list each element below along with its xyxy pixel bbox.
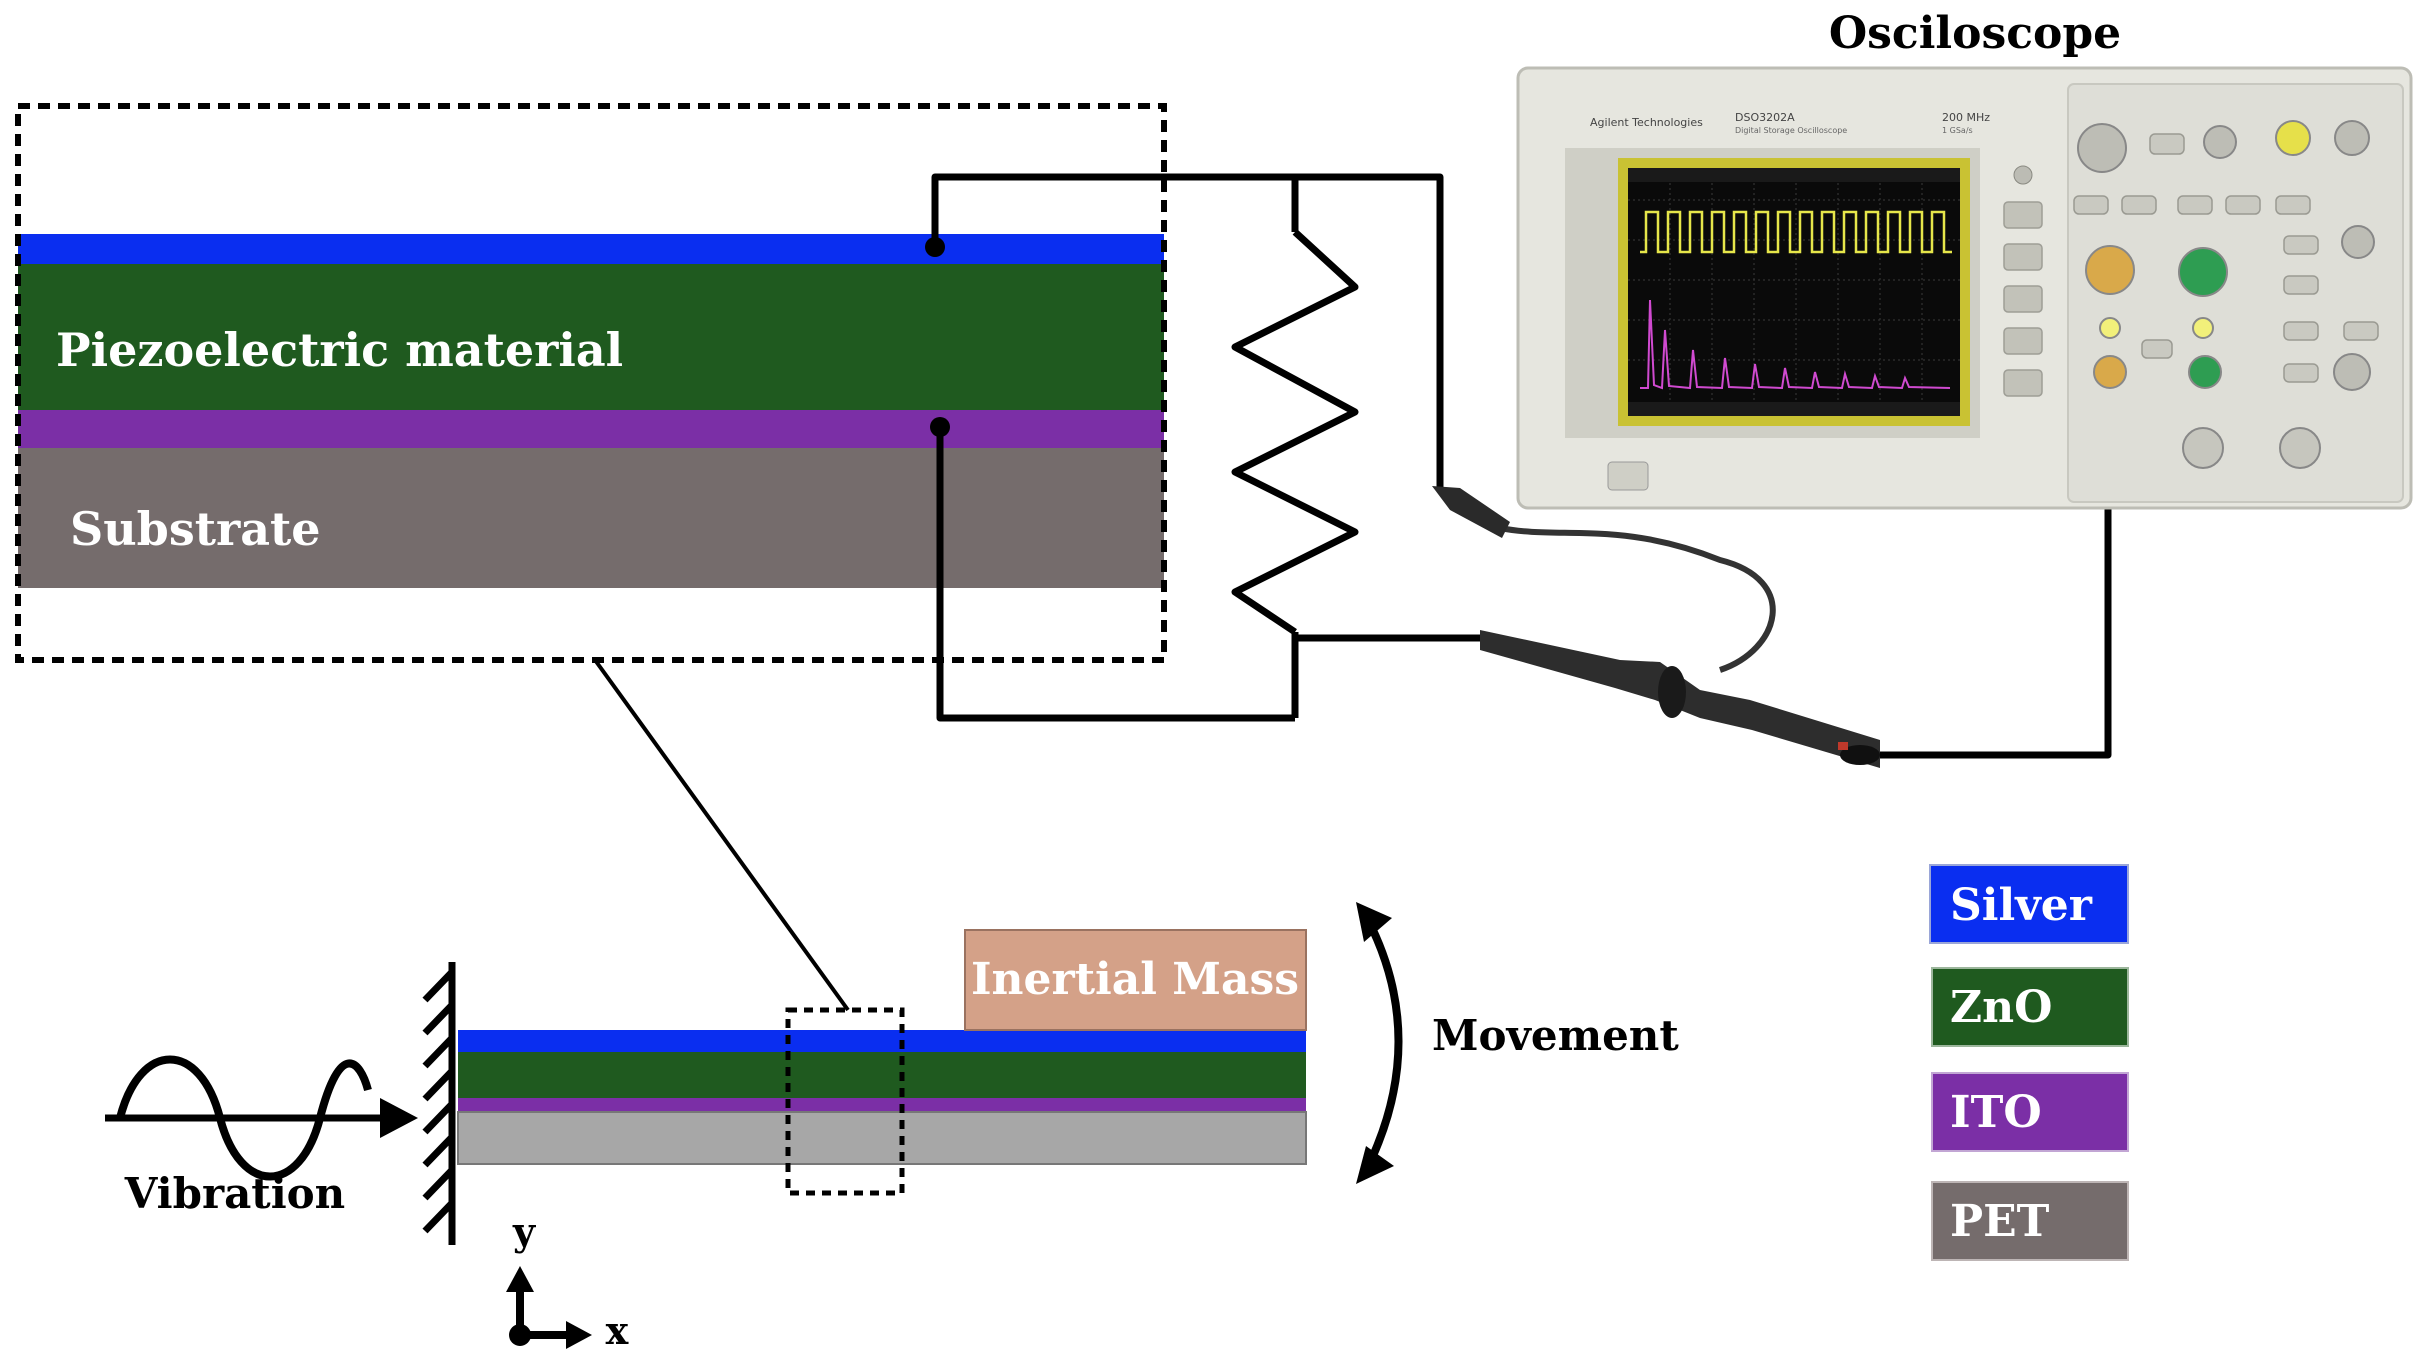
probe-tip-band [1838, 742, 1848, 750]
circuit-wires [931, 173, 2112, 759]
ch1-volts-knob [2085, 245, 2135, 295]
svg-text:PET: PET [1950, 1196, 2050, 1247]
vibration-arrowhead [380, 1098, 418, 1138]
scope-model: DSO3202A [1735, 111, 1795, 124]
bottom-electrode-wire [936, 427, 1295, 722]
legend-item-ito: ITO [1931, 1072, 2129, 1152]
legend: Silver ZnO ITO PET [1929, 864, 2129, 1261]
ch1-position-knob [2093, 355, 2127, 389]
scope-brand: Agilent Technologies [1590, 116, 1703, 129]
beam-silver [458, 1030, 1306, 1052]
ch2-indicator [2192, 317, 2214, 339]
horizontal-knob [2077, 123, 2127, 173]
oscilloscope: Osciloscope Agilent Technologies DSO3202… [1516, 8, 2413, 510]
ch2-volts-knob [2178, 247, 2228, 297]
scope-sample-rate: 1 GSa/s [1942, 126, 1973, 135]
movement-indicator: Movement [1356, 902, 1679, 1184]
probe-cable [1499, 525, 1776, 673]
softkey-4 [2003, 327, 2043, 355]
softkey-5 [2003, 369, 2043, 397]
axes-glyph: y x [506, 1209, 629, 1353]
beam-zno [458, 1052, 1306, 1098]
axis-y-label: y [512, 1209, 536, 1254]
zno-layer [18, 264, 1164, 410]
vibration-input: Vibration [105, 1055, 418, 1218]
svg-text:Silver: Silver [1950, 880, 2093, 931]
probe-collar [1658, 666, 1686, 718]
scope-control-panel [2067, 83, 2404, 503]
softkey-1 [2003, 201, 2043, 229]
layer-cross-section: Piezoelectric material Substrate [15, 103, 1167, 663]
zoom-frame [15, 103, 1167, 663]
movement-arrow-down [1356, 1146, 1394, 1184]
pet-layer [18, 448, 1164, 588]
side-knob [2341, 225, 2375, 259]
scope-bandwidth: 200 MHz [1942, 111, 1990, 124]
inertial-mass-label: Inertial Mass [971, 954, 1299, 1005]
probe-ground-clip [1432, 486, 1510, 538]
beam-ito [458, 1098, 1306, 1112]
clamp-wall [422, 962, 456, 1245]
bottom-electrode-dot [930, 417, 950, 437]
svg-text:ZnO: ZnO [1950, 982, 2052, 1033]
menu-knob [2013, 165, 2033, 185]
movement-arc [1368, 926, 1403, 1160]
piezo-label: Piezoelectric material [56, 323, 623, 377]
title: Osciloscope [1829, 8, 2121, 59]
beam-zoom-frame [785, 1007, 905, 1196]
substrate-label: Substrate [70, 502, 321, 556]
screen-trace-channel-2 [1640, 299, 1951, 390]
probe-assembly [1432, 486, 1880, 768]
vibration-label: Vibration [124, 1169, 345, 1218]
resistor [1231, 229, 1359, 635]
position-knob [2203, 125, 2237, 159]
trigger-level-knob [2333, 353, 2371, 391]
panel-buttons [2073, 133, 2379, 383]
legend-item-zno: ZnO [1931, 967, 2129, 1047]
softkey-3 [2003, 285, 2043, 313]
ito-layer [18, 410, 1164, 448]
probe-tip-cap [1840, 745, 1880, 765]
legend-item-silver: Silver [1929, 864, 2129, 944]
beam-pet [457, 1111, 1307, 1165]
cantilever-beam: Inertial Mass [457, 929, 1307, 1196]
screen-bottom-bar [1628, 402, 1960, 416]
movement-label: Movement [1432, 1011, 1679, 1060]
scope-model-sub: Digital Storage Oscilloscope [1735, 126, 1847, 135]
ext-trig-bnc [2279, 427, 2321, 469]
control-knobs [2077, 120, 2375, 469]
svg-text:ITO: ITO [1950, 1087, 2042, 1138]
softkey-2 [2003, 243, 2043, 271]
screen-trace-channel-1 [1640, 210, 1952, 254]
top-electrode-dot [925, 237, 945, 257]
scope-screen [1628, 168, 1960, 416]
softkeys [2003, 201, 2043, 397]
usb-port [1607, 461, 1649, 491]
silver-layer [18, 234, 1164, 264]
ch2-position-knob [2188, 355, 2222, 389]
top-electrode-wire [931, 173, 1444, 490]
legend-item-pet: PET [1931, 1181, 2129, 1261]
axis-x-label: x [606, 1308, 629, 1353]
run-stop-button [2275, 120, 2311, 156]
scope-input-wire [1880, 452, 2112, 759]
screen-top-bar [1628, 168, 1960, 182]
zoom-connector [593, 658, 850, 1012]
single-button [2334, 120, 2370, 156]
ch2-bnc [2182, 427, 2224, 469]
vibration-wave [116, 1055, 372, 1181]
inertial-mass [964, 929, 1307, 1031]
ch1-indicator [2099, 317, 2121, 339]
movement-arrow-up [1356, 902, 1392, 942]
